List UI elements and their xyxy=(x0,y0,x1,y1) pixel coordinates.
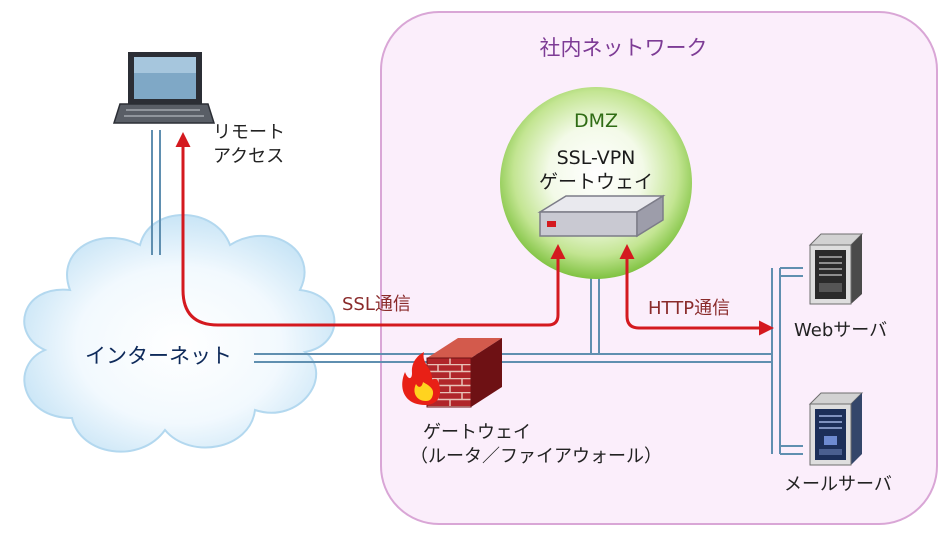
web-server-icon xyxy=(808,233,864,305)
laptop-icon xyxy=(112,52,216,124)
gateway-label: ゲートウェイ xyxy=(423,422,531,443)
ssl-vpn-appliance xyxy=(537,194,666,238)
dmz-title: DMZ xyxy=(573,110,619,132)
mail-server-label: メールサーバ xyxy=(784,474,892,495)
gateway-sub-label: （ルータ／ファイアウォール） xyxy=(410,446,662,467)
ssl-arrow-path xyxy=(175,132,566,327)
network-cables xyxy=(151,130,803,455)
http-link-label: HTTP通信 xyxy=(648,298,731,319)
ssl-link-label: SSL通信 xyxy=(342,294,411,315)
ssl-vpn-label: SSL-VPN xyxy=(556,147,636,169)
http-arrow-path xyxy=(619,244,774,336)
remote-access-label-2: アクセス xyxy=(213,146,285,167)
remote-access-label-1: リモート xyxy=(213,122,285,143)
web-server-label: Webサーバ xyxy=(794,320,888,341)
connection-arrows xyxy=(175,132,774,336)
internet-cloud xyxy=(23,214,336,453)
ssl-vpn-gateway-label: ゲートウェイ xyxy=(538,171,653,193)
internet-label: インターネット xyxy=(85,344,232,368)
fire-icon xyxy=(402,352,440,405)
internal-network-title: 社内ネットワーク xyxy=(539,36,708,60)
mail-server-icon xyxy=(808,392,864,466)
